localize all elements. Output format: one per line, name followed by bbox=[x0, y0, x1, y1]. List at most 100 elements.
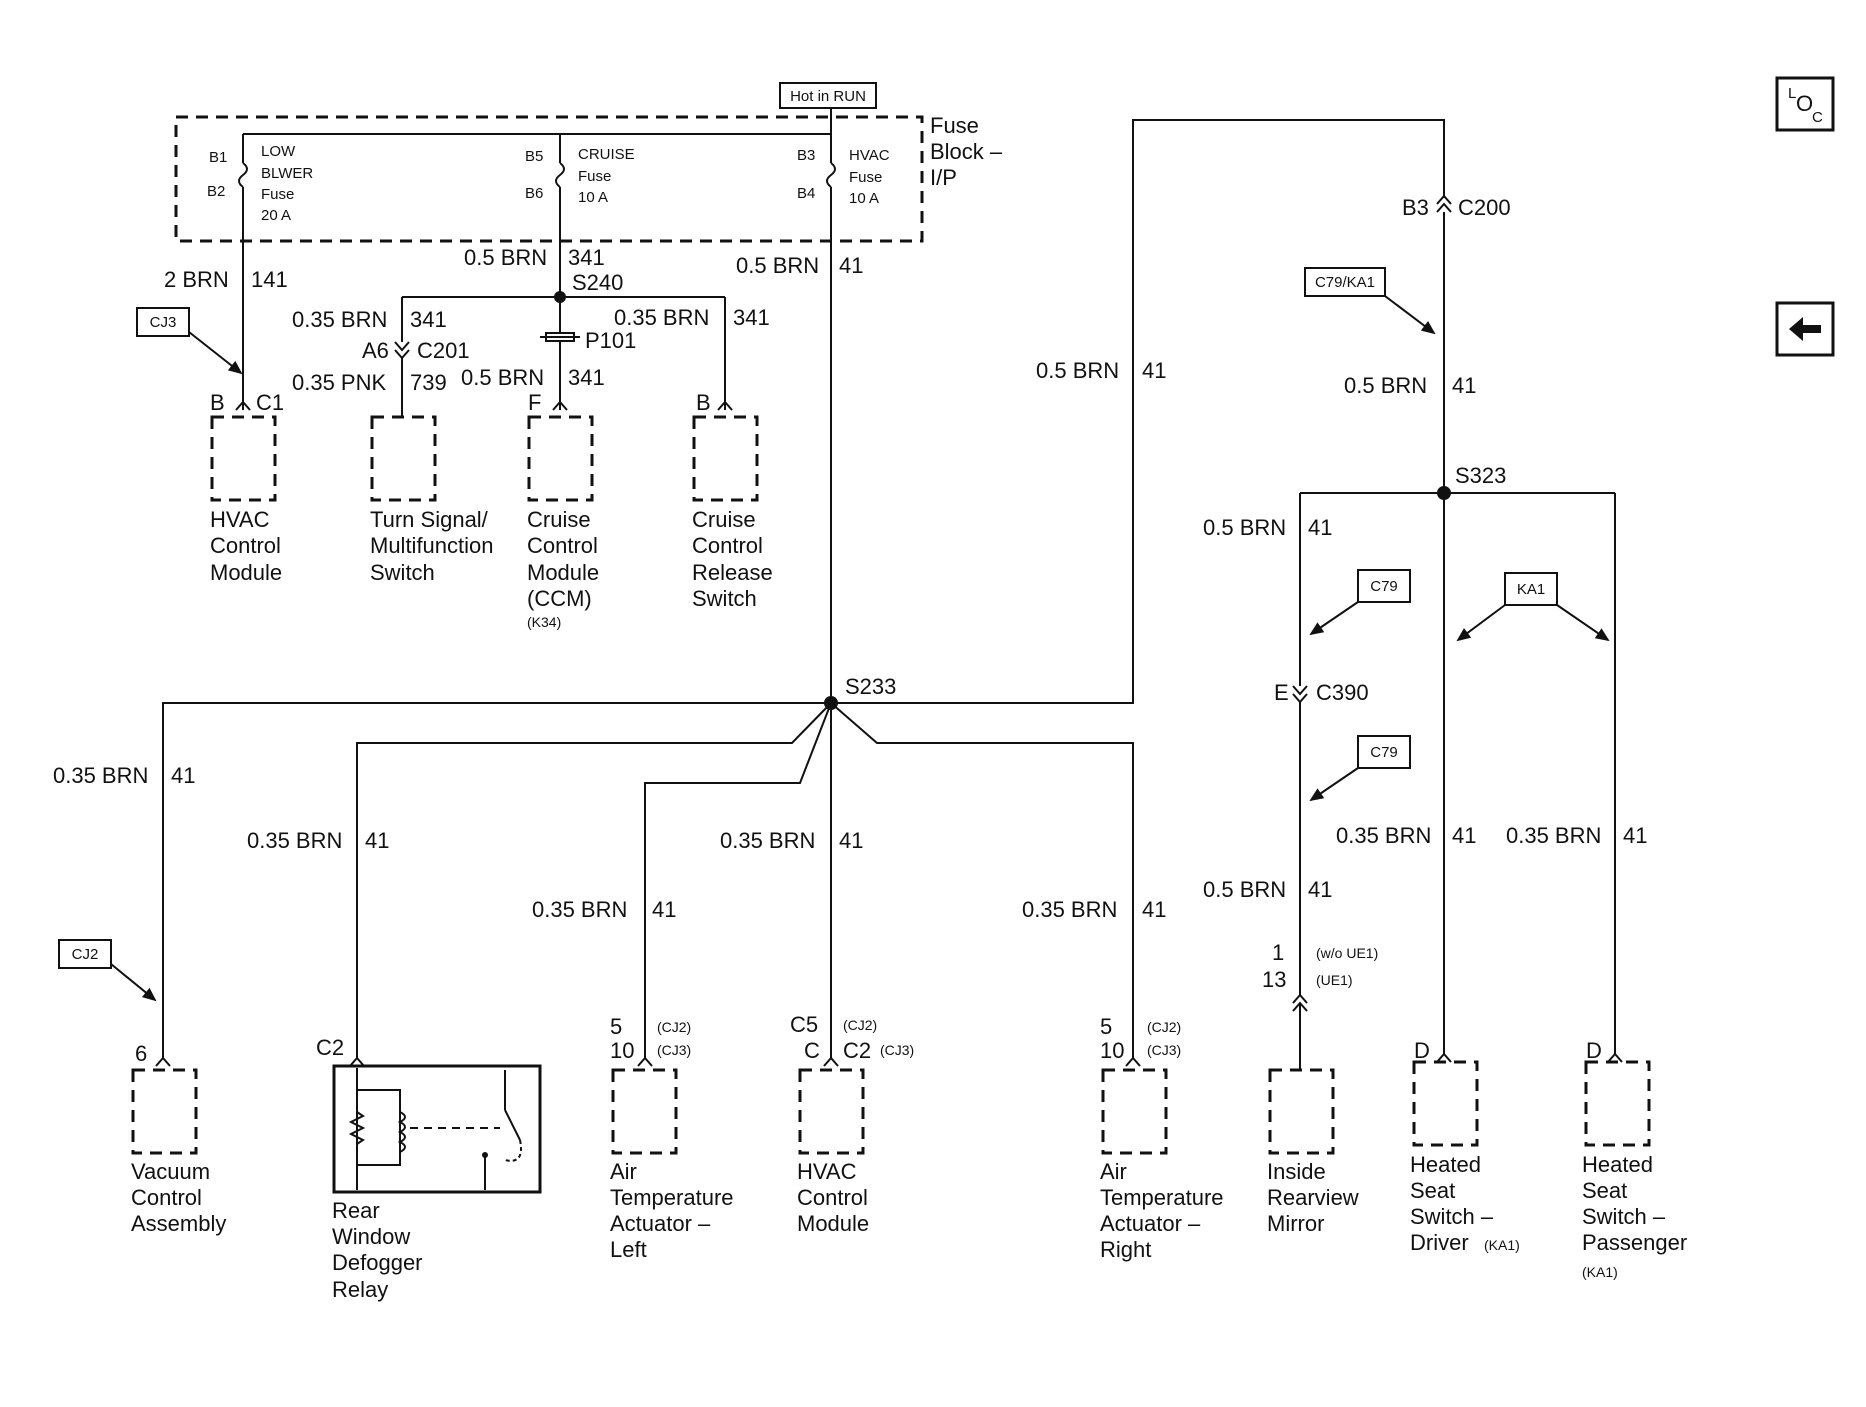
svg-text:C: C bbox=[804, 1038, 820, 1063]
svg-text:HVAC: HVAC bbox=[849, 147, 890, 164]
hot-in-run-label: Hot in RUN bbox=[790, 88, 866, 105]
hot-in-run-tag: Hot in RUN bbox=[779, 82, 877, 109]
svg-text:Control: Control bbox=[131, 1185, 202, 1210]
c79-tag-b: C79 bbox=[1309, 735, 1411, 802]
heated-seat-switch-driver: Heated Seat Switch – Driver (KA1) bbox=[1410, 1060, 1520, 1255]
svg-text:0.35 BRN: 0.35 BRN bbox=[53, 763, 148, 788]
connector-c201: A6 C201 bbox=[362, 338, 470, 363]
back-button[interactable] bbox=[1775, 301, 1835, 357]
svg-text:Air: Air bbox=[610, 1159, 637, 1184]
svg-text:A6: A6 bbox=[362, 338, 389, 363]
svg-text:O: O bbox=[1796, 91, 1813, 116]
connector-atr: 5 (CJ2) 10 (CJ3) bbox=[1100, 1014, 1181, 1067]
svg-text:Seat: Seat bbox=[1582, 1178, 1627, 1203]
svg-text:Right: Right bbox=[1100, 1237, 1151, 1262]
svg-text:Control: Control bbox=[527, 533, 598, 558]
ka1-tag: KA1 bbox=[1456, 572, 1610, 642]
connector-f: F bbox=[528, 390, 541, 415]
circuit-141-wire: 2 BRN 141 bbox=[164, 267, 288, 292]
air-temperature-actuator-right: Air Temperature Actuator – Right bbox=[1100, 1068, 1224, 1262]
connector-c390: E C390 bbox=[1274, 680, 1369, 705]
fuse-block-label-1: Fuse bbox=[930, 113, 979, 138]
svg-text:341: 341 bbox=[410, 307, 447, 332]
svg-text:P101: P101 bbox=[585, 328, 636, 353]
svg-text:141: 141 bbox=[251, 267, 288, 292]
svg-text:Inside: Inside bbox=[1267, 1159, 1326, 1184]
svg-text:E: E bbox=[1274, 680, 1289, 705]
svg-text:C79: C79 bbox=[1370, 744, 1398, 761]
svg-text:(w/o UE1): (w/o UE1) bbox=[1316, 945, 1378, 961]
svg-text:0.35 BRN: 0.35 BRN bbox=[614, 305, 709, 330]
hvac-control-module-top: HVAC Control Module bbox=[210, 415, 282, 585]
svg-text:10: 10 bbox=[610, 1038, 634, 1063]
svg-text:0.35 BRN: 0.35 BRN bbox=[1336, 823, 1431, 848]
svg-text:Turn Signal/: Turn Signal/ bbox=[370, 507, 489, 532]
svg-text:Control: Control bbox=[797, 1185, 868, 1210]
svg-text:341: 341 bbox=[568, 365, 605, 390]
svg-text:Temperature: Temperature bbox=[1100, 1185, 1224, 1210]
svg-text:41: 41 bbox=[839, 828, 863, 853]
heated-seat-switch-passenger: Heated Seat Switch – Passenger (KA1) bbox=[1582, 1060, 1687, 1280]
svg-text:B1: B1 bbox=[209, 149, 227, 166]
svg-text:Actuator –: Actuator – bbox=[1100, 1211, 1201, 1236]
svg-text:41: 41 bbox=[171, 763, 195, 788]
svg-text:5: 5 bbox=[1100, 1014, 1112, 1039]
svg-text:Fuse: Fuse bbox=[578, 168, 611, 185]
splice-s240: S240 bbox=[554, 270, 623, 303]
svg-text:(CCM): (CCM) bbox=[527, 586, 592, 611]
svg-text:Cruise: Cruise bbox=[692, 507, 756, 532]
cj3-tag: CJ3 bbox=[136, 307, 243, 375]
svg-text:5: 5 bbox=[610, 1014, 622, 1039]
svg-text:BLWER: BLWER bbox=[261, 165, 313, 182]
svg-text:C1: C1 bbox=[256, 390, 284, 415]
svg-text:(KA1): (KA1) bbox=[1484, 1237, 1520, 1253]
connector-c1: B C1 bbox=[210, 390, 284, 415]
svg-text:S240: S240 bbox=[572, 270, 623, 295]
svg-text:Relay: Relay bbox=[332, 1277, 388, 1302]
svg-text:10 A: 10 A bbox=[849, 190, 879, 207]
svg-text:B3: B3 bbox=[1402, 195, 1429, 220]
svg-text:(CJ2): (CJ2) bbox=[657, 1019, 691, 1035]
svg-text:Passenger: Passenger bbox=[1582, 1230, 1687, 1255]
svg-text:41: 41 bbox=[839, 253, 863, 278]
svg-text:B4: B4 bbox=[797, 185, 815, 202]
svg-text:B2: B2 bbox=[207, 183, 225, 200]
svg-text:CJ3: CJ3 bbox=[150, 314, 177, 331]
svg-text:(CJ3): (CJ3) bbox=[880, 1042, 914, 1058]
connector-p101: P101 bbox=[540, 328, 636, 353]
svg-text:0.35 BRN: 0.35 BRN bbox=[1022, 897, 1117, 922]
svg-text:739: 739 bbox=[410, 370, 447, 395]
svg-text:Heated: Heated bbox=[1582, 1152, 1653, 1177]
w341-top-gauge: 0.5 BRN bbox=[464, 245, 547, 270]
fuse-block-label-2: Block – bbox=[930, 139, 1003, 164]
svg-text:Switch: Switch bbox=[692, 586, 757, 611]
fuse-block: Fuse Block – I/P B1 B2 LOW BLWER Fuse 20… bbox=[174, 108, 1003, 703]
svg-text:Window: Window bbox=[332, 1224, 410, 1249]
svg-text:B: B bbox=[210, 390, 225, 415]
svg-text:41: 41 bbox=[1308, 515, 1332, 540]
svg-text:20 A: 20 A bbox=[261, 207, 291, 224]
connector-atl: 5 (CJ2) 10 (CJ3) bbox=[610, 1014, 691, 1067]
svg-text:C79/KA1: C79/KA1 bbox=[1315, 274, 1375, 291]
left-arrow-icon bbox=[1789, 317, 1821, 341]
fuse-low-blower: B1 B2 LOW BLWER Fuse 20 A bbox=[207, 134, 313, 410]
svg-text:Module: Module bbox=[797, 1211, 869, 1236]
svg-text:(CJ2): (CJ2) bbox=[843, 1017, 877, 1033]
c79-ka1-tag: C79/KA1 bbox=[1304, 267, 1436, 335]
svg-text:Assembly: Assembly bbox=[131, 1211, 226, 1236]
svg-text:Switch –: Switch – bbox=[1410, 1204, 1494, 1229]
svg-text:0.5 BRN: 0.5 BRN bbox=[1036, 358, 1119, 383]
svg-text:(UE1): (UE1) bbox=[1316, 972, 1353, 988]
splice-s323: S323 bbox=[1437, 463, 1506, 500]
vacuum-control-assembly: Vacuum Control Assembly bbox=[131, 1068, 226, 1236]
svg-text:C200: C200 bbox=[1458, 195, 1511, 220]
locator-button[interactable]: L O C bbox=[1775, 76, 1835, 132]
svg-text:0.5 BRN: 0.5 BRN bbox=[461, 365, 544, 390]
rear-window-defogger-relay: Rear Window Defogger Relay bbox=[332, 1064, 542, 1302]
hvac-control-module-bottom: HVAC Control Module bbox=[797, 1068, 869, 1236]
svg-text:2 BRN: 2 BRN bbox=[164, 267, 229, 292]
svg-text:0.35 BRN: 0.35 BRN bbox=[532, 897, 627, 922]
svg-text:Mirror: Mirror bbox=[1267, 1211, 1324, 1236]
svg-text:Fuse: Fuse bbox=[849, 169, 882, 186]
svg-text:Control: Control bbox=[210, 533, 281, 558]
